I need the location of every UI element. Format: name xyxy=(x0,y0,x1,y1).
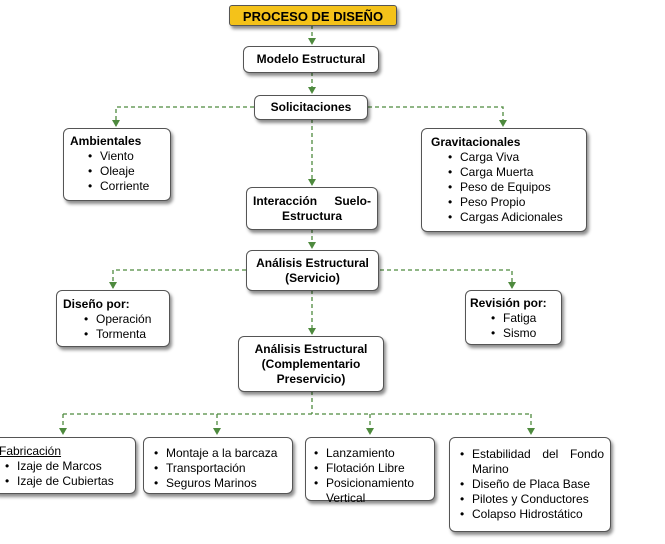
ambientales-heading: Ambientales xyxy=(70,134,142,148)
list-item: Estabilidad del Fondo Marino xyxy=(456,447,604,477)
analisis-complementario-line-1: Análisis Estructural xyxy=(254,342,368,356)
analisis-servicio-box: Análisis Estructural (Servicio) xyxy=(246,250,379,291)
diseno-por-heading: Diseño por: xyxy=(63,297,130,311)
list-item: Transportación xyxy=(150,461,292,476)
estabilidad-box: Estabilidad del Fondo Marino Diseño de P… xyxy=(449,437,611,532)
list-item: Peso de Equipos xyxy=(444,180,586,195)
list-item: Diseño de Placa Base xyxy=(456,477,604,492)
list-item: Pilotes y Conductores xyxy=(456,492,604,507)
list-item: Peso Propio xyxy=(444,195,586,210)
analisis-complementario-box: Análisis Estructural (Complementario Pre… xyxy=(238,336,384,392)
list-item: Montaje a la barcaza xyxy=(150,446,292,461)
gravitacionales-heading: Gravitacionales xyxy=(431,135,521,149)
list-item: Flotación Libre xyxy=(310,461,430,476)
diseno-por-list: Operación Tormenta xyxy=(80,312,169,342)
list-item: Sismo xyxy=(487,326,561,341)
interaccion-line-1: Interacción Suelo- xyxy=(253,194,371,208)
title-text: PROCESO DE DISEÑO xyxy=(242,9,384,24)
fabricacion-heading: Fabricación xyxy=(0,444,62,458)
connector-solicitaciones-ambientales xyxy=(112,106,254,127)
lanzamiento-box: Lanzamiento Flotación Libre Posicionamie… xyxy=(305,437,435,505)
list-item: Oleaje xyxy=(84,164,170,179)
analisis-complementario-line-3: Preservicio) xyxy=(276,372,346,386)
list-item: Tormenta xyxy=(80,327,169,342)
interaccion-line-2: Estructura xyxy=(281,209,343,223)
ambientales-list: Viento Oleaje Corriente xyxy=(84,149,170,194)
revision-por-box: Revisión por: Fatiga Sismo xyxy=(465,290,562,345)
connector-servicio-diseno xyxy=(109,269,246,289)
list-item: Izaje de Cubiertas xyxy=(1,474,135,489)
list-item: Seguros Marinos xyxy=(150,476,292,491)
diseno-por-box: Diseño por: Operación Tormenta xyxy=(56,290,170,347)
revision-por-heading: Revisión por: xyxy=(470,296,547,310)
list-item: Carga Muerta xyxy=(444,165,586,180)
list-item: Cargas Adicionales xyxy=(444,210,586,225)
analisis-complementario-line-2: (Complementario xyxy=(261,357,361,371)
interaccion-box: Interacción Suelo- Estructura xyxy=(246,187,378,230)
gravitacionales-list: Carga Viva Carga Muerta Peso de Equipos … xyxy=(444,150,586,225)
list-item: Lanzamiento xyxy=(310,446,430,461)
solicitaciones-label: Solicitaciones xyxy=(270,100,352,114)
list-item: Posicionamiento Vertical xyxy=(310,476,430,506)
lanzamiento-list: Lanzamiento Flotación Libre Posicionamie… xyxy=(310,446,430,506)
ambientales-box: Ambientales Viento Oleaje Corriente xyxy=(63,128,171,201)
analisis-servicio-line-1: Análisis Estructural xyxy=(256,256,369,270)
solicitaciones-box: Solicitaciones xyxy=(254,95,368,120)
analisis-servicio-line-2: (Servicio) xyxy=(285,271,340,285)
modelo-estructural-label: Modelo Estructural xyxy=(256,52,366,66)
list-item: Operación xyxy=(80,312,169,327)
list-item: Fatiga xyxy=(487,311,561,326)
modelo-estructural-box: Modelo Estructural xyxy=(243,46,379,73)
montaje-list: Montaje a la barcaza Transportación Segu… xyxy=(150,446,292,491)
fabricacion-box: Fabricación Izaje de Marcos Izaje de Cub… xyxy=(0,437,136,494)
list-item: Colapso Hidrostático xyxy=(456,507,604,522)
montaje-box: Montaje a la barcaza Transportación Segu… xyxy=(143,437,293,494)
list-item: Corriente xyxy=(84,179,170,194)
list-item: Viento xyxy=(84,149,170,164)
list-item: Carga Viva xyxy=(444,150,586,165)
connector-solicitaciones-gravitacionales xyxy=(368,106,507,127)
revision-por-list: Fatiga Sismo xyxy=(487,311,561,341)
title-box: PROCESO DE DISEÑO xyxy=(229,5,397,26)
fabricacion-list: Izaje de Marcos Izaje de Cubiertas xyxy=(1,459,135,489)
list-item: Izaje de Marcos xyxy=(1,459,135,474)
gravitacionales-box: Gravitacionales Carga Viva Carga Muerta … xyxy=(421,128,587,232)
estabilidad-list: Estabilidad del Fondo Marino Diseño de P… xyxy=(456,447,604,522)
connector-servicio-revision xyxy=(380,269,516,289)
